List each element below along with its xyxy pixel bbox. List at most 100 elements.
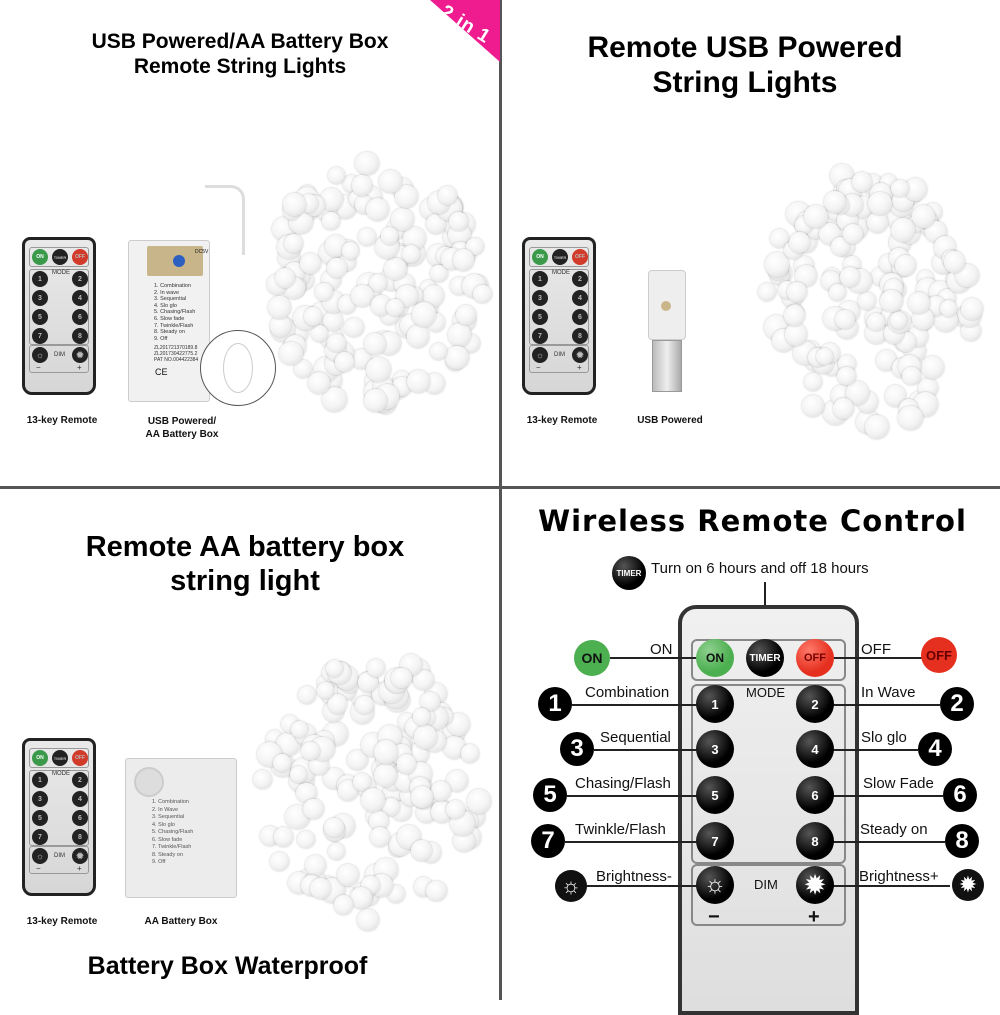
- number-button-4[interactable]: 4: [72, 290, 88, 306]
- number-button-2[interactable]: 2: [72, 772, 88, 788]
- mode-button-3[interactable]: 3: [696, 730, 734, 768]
- number-button-8[interactable]: 8: [72, 328, 88, 344]
- light-bulb: [828, 283, 846, 301]
- number-button-8[interactable]: 8: [572, 328, 588, 344]
- number-button-1[interactable]: 1: [32, 271, 48, 287]
- number-button-2[interactable]: 2: [572, 271, 588, 287]
- on-label: ON: [650, 641, 673, 658]
- dim-plus-button[interactable]: ✹: [572, 347, 588, 363]
- timer-button[interactable]: TIMER: [52, 249, 68, 265]
- number-button-6[interactable]: 6: [72, 810, 88, 826]
- mode-number-icon-2: 2: [940, 687, 974, 721]
- light-bulb: [803, 373, 822, 392]
- mode-label-8: Steady on: [860, 821, 928, 838]
- off-button[interactable]: OFF: [72, 750, 88, 766]
- dim-minus-button[interactable]: ☼: [696, 866, 734, 904]
- number-button-4[interactable]: 4: [72, 791, 88, 807]
- number-button-7[interactable]: 7: [32, 829, 48, 845]
- off-button[interactable]: OFF: [796, 639, 834, 677]
- dim-plus-button[interactable]: ✹: [72, 848, 88, 864]
- mode-number-icon-5: 5: [533, 778, 567, 812]
- number-button-4[interactable]: 4: [572, 290, 588, 306]
- off-label: OFF: [861, 641, 891, 658]
- light-bulb: [294, 360, 313, 379]
- number-button-3[interactable]: 3: [32, 791, 48, 807]
- light-bulb: [944, 251, 966, 273]
- dim-minus-button[interactable]: ☼: [532, 347, 548, 363]
- dim-plus-button[interactable]: ✹: [796, 866, 834, 904]
- light-bulb: [386, 298, 404, 317]
- number-button-8[interactable]: 8: [72, 829, 88, 845]
- light-bulb: [351, 284, 374, 308]
- light-bulb: [269, 315, 292, 337]
- light-bulb: [336, 863, 360, 887]
- dim-label: DIM: [554, 352, 565, 358]
- light-bulb: [297, 686, 316, 705]
- on-button[interactable]: ON: [696, 639, 734, 677]
- light-bulb: [422, 285, 444, 307]
- mode-button-5[interactable]: 5: [696, 776, 734, 814]
- mode-button-7[interactable]: 7: [696, 822, 734, 860]
- light-bulb: [301, 741, 321, 761]
- number-button-1[interactable]: 1: [532, 271, 548, 287]
- box-mode-text: 4. Slo glo: [152, 821, 175, 828]
- light-bulb: [316, 682, 334, 700]
- timer-button[interactable]: TIMER: [746, 639, 784, 677]
- light-bulb: [473, 284, 492, 304]
- plus-label: +: [577, 363, 582, 372]
- number-button-1[interactable]: 1: [32, 772, 48, 788]
- number-button-5[interactable]: 5: [32, 810, 48, 826]
- brightness-plus-label: Brightness+: [859, 868, 939, 885]
- light-bulb: [823, 191, 846, 213]
- light-bulb: [961, 297, 984, 321]
- off-button[interactable]: OFF: [572, 249, 588, 265]
- on-button[interactable]: ON: [32, 750, 48, 766]
- light-bulb: [283, 234, 303, 254]
- mode-button-1[interactable]: 1: [696, 685, 734, 723]
- plus-label: +: [77, 864, 82, 873]
- mode-button-4[interactable]: 4: [796, 730, 834, 768]
- callout-line: [826, 841, 945, 843]
- caption-usb: USB Powered: [637, 415, 703, 426]
- light-bulb: [764, 252, 790, 277]
- mode-label: MODE: [52, 270, 70, 276]
- number-button-3[interactable]: 3: [32, 290, 48, 306]
- mode-button-6[interactable]: 6: [796, 776, 834, 814]
- dim-minus-button[interactable]: ☼: [32, 848, 48, 864]
- on-button[interactable]: ON: [532, 249, 548, 265]
- light-bulb: [391, 208, 414, 231]
- light-bulb: [407, 369, 431, 393]
- off-button[interactable]: OFF: [72, 249, 88, 265]
- dim-group: [29, 846, 89, 874]
- minus-label: −: [536, 363, 541, 372]
- light-bulb: [315, 283, 333, 301]
- on-button[interactable]: ON: [32, 249, 48, 265]
- mode-button-8[interactable]: 8: [796, 822, 834, 860]
- number-button-5[interactable]: 5: [32, 309, 48, 325]
- light-bulb: [452, 249, 475, 271]
- number-button-6[interactable]: 6: [572, 309, 588, 325]
- number-button-2[interactable]: 2: [72, 271, 88, 287]
- timer-button[interactable]: TIMER: [52, 750, 68, 766]
- dim-minus-button[interactable]: ☼: [32, 347, 48, 363]
- light-bulb: [290, 721, 308, 739]
- number-button-6[interactable]: 6: [72, 309, 88, 325]
- mode-button-2[interactable]: 2: [796, 685, 834, 723]
- light-bulb: [327, 167, 345, 185]
- light-bulb: [253, 770, 273, 790]
- number-button-7[interactable]: 7: [532, 328, 548, 344]
- light-bulb: [832, 397, 855, 420]
- light-bulb: [297, 831, 315, 849]
- light-bulb: [353, 773, 372, 792]
- light-bulb: [344, 317, 364, 338]
- dim-plus-button[interactable]: ✹: [72, 347, 88, 363]
- light-bulb: [410, 839, 432, 861]
- number-button-3[interactable]: 3: [532, 290, 548, 306]
- box-mode-text: 2. In wave: [154, 289, 180, 296]
- vertical-divider: [499, 0, 502, 1000]
- light-bulb: [410, 785, 433, 808]
- number-button-7[interactable]: 7: [32, 328, 48, 344]
- light-bulb: [835, 309, 855, 329]
- timer-button[interactable]: TIMER: [552, 249, 568, 265]
- number-button-5[interactable]: 5: [532, 309, 548, 325]
